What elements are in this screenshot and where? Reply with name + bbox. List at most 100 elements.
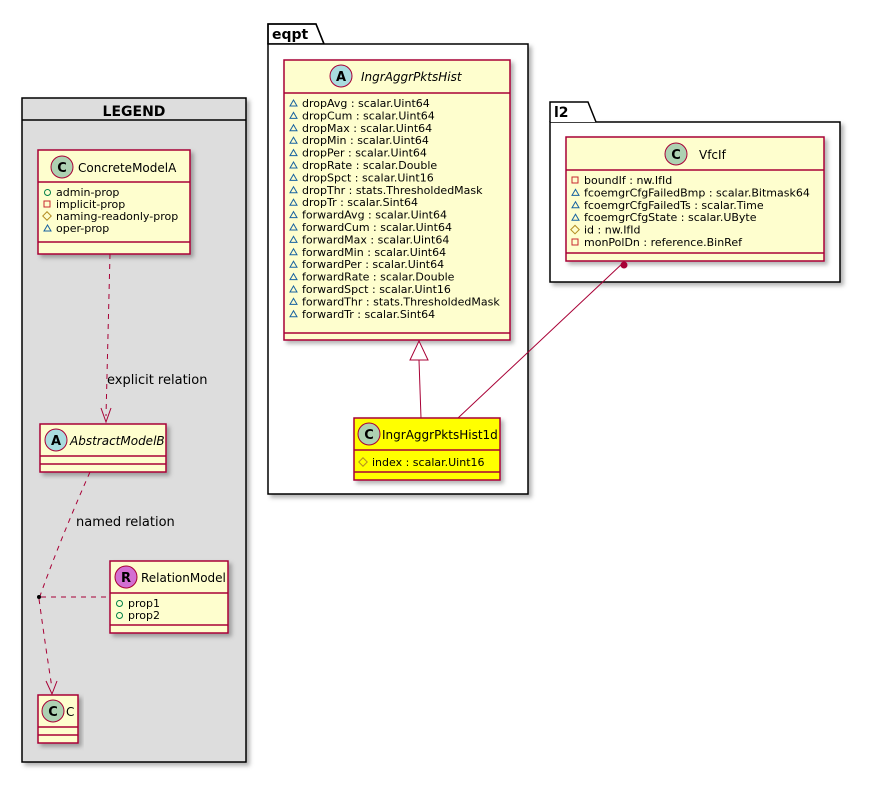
composition-edge <box>457 261 628 419</box>
inheritance-edge <box>409 339 429 419</box>
class-attribute: dropTr : scalar.Sint64 <box>302 196 418 209</box>
class-attribute: fcoemgrCfgState : scalar.UByte <box>584 211 757 224</box>
abstract-icon <box>44 428 68 452</box>
class-attribute: index : scalar.Uint16 <box>372 456 485 469</box>
class-glyph: C <box>48 705 58 720</box>
class-name: ConcreteModelA <box>78 161 177 175</box>
explicit-relation-label: explicit relation <box>107 373 207 388</box>
package-visibility-icon <box>289 148 298 157</box>
class-name: C <box>66 705 74 719</box>
class-attribute: forwardThr : stats.ThresholdedMask <box>302 295 500 308</box>
class-attribute: dropRate : scalar.Double <box>302 159 437 172</box>
class-icon <box>50 155 74 179</box>
class-icon <box>357 422 381 446</box>
class-glyph: C <box>57 161 67 176</box>
private-visibility-icon <box>571 238 579 246</box>
package-visibility-icon <box>289 285 298 293</box>
package-name: eqpt <box>272 27 309 43</box>
package-visibility-icon <box>289 260 298 268</box>
class-icon <box>664 142 688 166</box>
class-ingr-aggr-pkts-hist[interactable]: A IngrAggrPktsHist dropAvg : scalar.Uint… <box>283 59 511 341</box>
package-visibility-icon <box>289 235 298 243</box>
package-visibility-icon <box>571 213 580 221</box>
package-visibility-icon <box>289 210 298 219</box>
class-attribute: dropCum : scalar.Uint64 <box>302 109 435 122</box>
class-abstract-model-b[interactable]: A AbstractModelB <box>39 423 167 473</box>
package-visibility-icon <box>289 223 298 231</box>
package-visibility-icon <box>289 136 298 144</box>
package-visibility-icon <box>289 123 298 132</box>
class-name: IngrAggrPktsHist1d <box>382 428 498 442</box>
protected-visibility-icon <box>42 211 52 221</box>
class-attribute: forwardAvg : scalar.Uint64 <box>302 209 447 222</box>
package-visibility-icon <box>289 111 298 119</box>
class-attribute: forwardPer : scalar.Uint64 <box>302 258 444 271</box>
named-relation-label: named relation <box>76 515 175 530</box>
class-attribute: forwardTr : scalar.Sint64 <box>302 308 435 321</box>
class-attribute: forwardCum : scalar.Uint64 <box>302 221 452 234</box>
class-icon <box>41 699 65 723</box>
class-name: VfcIf <box>699 148 727 162</box>
class-attribute: dropSpct : scalar.Uint16 <box>302 171 434 184</box>
class-glyph: C <box>364 428 374 443</box>
class-glyph: A <box>336 70 346 85</box>
package-visibility-icon <box>571 200 580 209</box>
class-c[interactable]: C C <box>37 694 79 744</box>
class-name: RelationModel <box>141 571 226 585</box>
legend-title: LEGEND <box>103 104 166 120</box>
explicit-relation-edge: explicit relation <box>100 253 207 424</box>
package-name: l2 <box>554 105 569 121</box>
class-attribute: boundIf : nw.IfId <box>584 174 672 187</box>
package-visibility-icon <box>571 188 580 196</box>
package-visibility-icon <box>289 161 298 169</box>
class-concrete-model-a[interactable]: C ConcreteModelA admin-propimplicit-prop… <box>37 149 191 255</box>
class-attribute: id : nw.IfId <box>584 224 641 237</box>
abstract-icon <box>329 64 353 88</box>
class-vfcif[interactable]: C VfcIf boundIf : nw.IfIdfcoemgrCfgFaile… <box>565 136 825 262</box>
public-visibility-icon <box>116 612 123 619</box>
attribute-list: index : scalar.Uint16 <box>358 456 485 469</box>
class-attribute: forwardMin : scalar.Uint64 <box>302 246 446 259</box>
class-attribute: prop2 <box>128 609 160 622</box>
class-glyph: A <box>51 434 61 449</box>
protected-visibility-icon <box>570 224 580 235</box>
class-attribute: forwardRate : scalar.Double <box>302 271 455 284</box>
package-visibility-icon <box>289 309 298 318</box>
class-name: AbstractModelB <box>69 434 165 448</box>
relation-icon <box>114 565 138 589</box>
class-attribute: admin-prop <box>56 186 119 199</box>
class-attribute: oper-prop <box>56 222 109 235</box>
package-visibility-icon <box>289 272 298 281</box>
class-attribute: dropMin : scalar.Uint64 <box>302 134 429 147</box>
package-visibility-icon <box>289 173 298 181</box>
class-attribute: forwardMax : scalar.Uint64 <box>302 233 449 246</box>
package-visibility-icon <box>289 297 298 305</box>
class-attribute: dropMax : scalar.Uint64 <box>302 122 432 135</box>
private-visibility-icon <box>571 176 579 184</box>
class-ingr-aggr-pkts-hist-1d[interactable]: C IngrAggrPktsHist1d index : scalar.Uint… <box>353 417 501 481</box>
protected-visibility-icon <box>358 457 368 467</box>
class-attribute: prop1 <box>128 597 160 610</box>
package-visibility-icon <box>289 247 298 256</box>
class-glyph: R <box>121 571 131 586</box>
package-visibility-icon <box>289 99 298 107</box>
public-visibility-icon <box>116 600 123 607</box>
class-attribute: fcoemgrCfgFailedTs : scalar.Time <box>584 199 764 212</box>
class-attribute: implicit-prop <box>56 198 125 211</box>
class-attribute: monPolDn : reference.BinRef <box>584 236 743 249</box>
class-glyph: C <box>671 148 681 163</box>
attribute-list: admin-propimplicit-propnaming-readonly-p… <box>42 186 178 235</box>
class-attribute: fcoemgrCfgFailedBmp : scalar.Bitmask64 <box>584 186 810 199</box>
class-attribute: naming-readonly-prop <box>56 210 178 223</box>
package-visibility-icon <box>43 224 52 232</box>
package-visibility-icon <box>289 198 298 206</box>
package-visibility-icon <box>289 185 298 194</box>
class-attribute: dropThr : stats.ThresholdedMask <box>302 184 483 197</box>
class-attribute: dropPer : scalar.Uint64 <box>302 147 427 160</box>
class-attribute: dropAvg : scalar.Uint64 <box>302 97 430 110</box>
